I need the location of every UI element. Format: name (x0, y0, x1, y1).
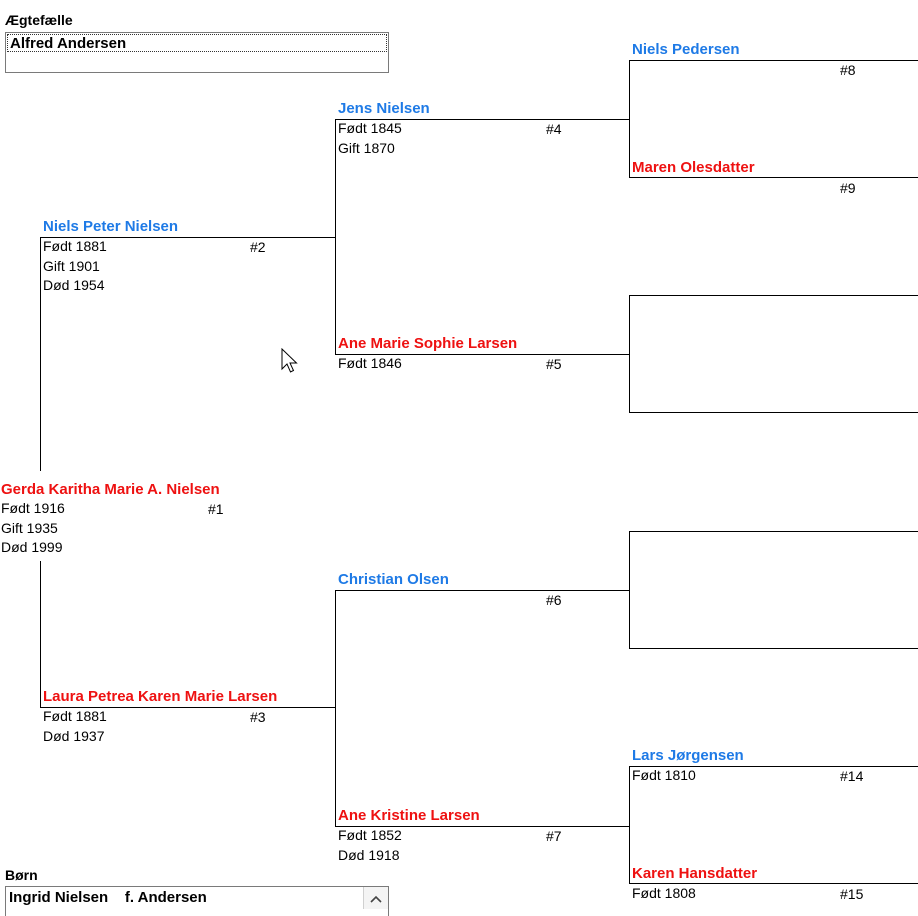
birth-line: Født 1810 (632, 767, 696, 783)
ancestor-bracket-7 (629, 766, 918, 884)
person-2-number: #2 (250, 239, 266, 255)
connector-line (335, 590, 336, 826)
person-15-number: #15 (840, 886, 864, 902)
connector-line (335, 826, 630, 827)
person-7-name[interactable]: Ane Kristine Larsen (338, 807, 480, 824)
death-line: Død 1999 (1, 539, 63, 555)
death-line: Død 1918 (338, 846, 400, 863)
person-5-name[interactable]: Ane Marie Sophie Larsen (338, 335, 518, 352)
chevron-up-icon (370, 895, 382, 903)
person-14-number: #14 (840, 768, 864, 784)
person-1-details: Født 1916 Gift 1935 Død 1999 (1, 499, 65, 558)
connector-line (40, 237, 336, 238)
person-4-number: #4 (546, 121, 562, 137)
person-6-number: #6 (546, 592, 562, 608)
connector-line (40, 707, 336, 708)
marriage-line: Gift 1870 (338, 139, 395, 156)
person-2-details: Født 1881 Gift 1901 Død 1954 (43, 237, 107, 296)
death-line: Død 1954 (43, 277, 105, 293)
empty-ancestor-slot-6[interactable] (629, 531, 918, 649)
connector-line (40, 561, 41, 707)
ancestor-bracket-4 (629, 60, 918, 178)
birth-line: Født 1846 (338, 355, 402, 371)
person-4-name[interactable]: Jens Nielsen (338, 100, 430, 117)
scrollbar-up-button[interactable] (363, 887, 388, 909)
birth-line: Født 1881 (43, 708, 107, 724)
person-15-details: Født 1808 (632, 884, 696, 904)
person-3-details: Født 1881 Død 1937 (43, 707, 107, 746)
person-3-name[interactable]: Laura Petrea Karen Marie Larsen (43, 688, 278, 705)
person-5-details: Født 1846 (338, 354, 402, 374)
person-3-number: #3 (250, 709, 266, 725)
mouse-pointer-icon (281, 348, 298, 373)
connector-line (335, 354, 630, 355)
person-15-name[interactable]: Karen Hansdatter (632, 865, 758, 882)
birth-line: Født 1852 (338, 827, 402, 843)
person-4-details: Født 1845 Gift 1870 (338, 119, 402, 158)
person-1-name[interactable]: Gerda Karitha Marie A. Nielsen (1, 481, 220, 498)
empty-ancestor-slot-5[interactable] (629, 295, 918, 413)
person-14-details: Født 1810 (632, 766, 696, 786)
connector-line (335, 590, 630, 591)
person-2-name[interactable]: Niels Peter Nielsen (43, 218, 179, 235)
connector-line (40, 237, 41, 471)
spouse-listbox[interactable]: Alfred Andersen (5, 32, 389, 73)
children-label: Børn (5, 867, 38, 883)
marriage-line: Gift 1935 (1, 519, 58, 536)
connector-line (335, 119, 336, 354)
person-7-details: Født 1852 Død 1918 (338, 826, 402, 865)
children-listbox[interactable]: Ingrid Nielsen f. Andersen (5, 886, 389, 916)
person-1-number: #1 (208, 501, 224, 517)
spouse-label: Ægtefælle (5, 12, 73, 28)
death-line: Død 1937 (43, 727, 105, 744)
marriage-line: Gift 1901 (43, 257, 100, 274)
spouse-item[interactable]: Alfred Andersen (7, 34, 387, 52)
person-9-number: #9 (840, 180, 856, 196)
birth-line: Født 1881 (43, 238, 107, 254)
person-5-number: #5 (546, 356, 562, 372)
connector-line (335, 119, 630, 120)
person-9-name[interactable]: Maren Olesdatter (632, 159, 755, 176)
person-14-name[interactable]: Lars Jørgensen (632, 747, 744, 764)
person-8-number: #8 (840, 62, 856, 78)
person-8-name[interactable]: Niels Pedersen (632, 41, 740, 58)
birth-line: Født 1808 (632, 885, 696, 901)
person-6-name[interactable]: Christian Olsen (338, 571, 449, 588)
birth-line: Født 1916 (1, 500, 65, 516)
child-item[interactable]: Ingrid Nielsen f. Andersen (9, 889, 207, 906)
person-7-number: #7 (546, 828, 562, 844)
birth-line: Født 1845 (338, 120, 402, 136)
